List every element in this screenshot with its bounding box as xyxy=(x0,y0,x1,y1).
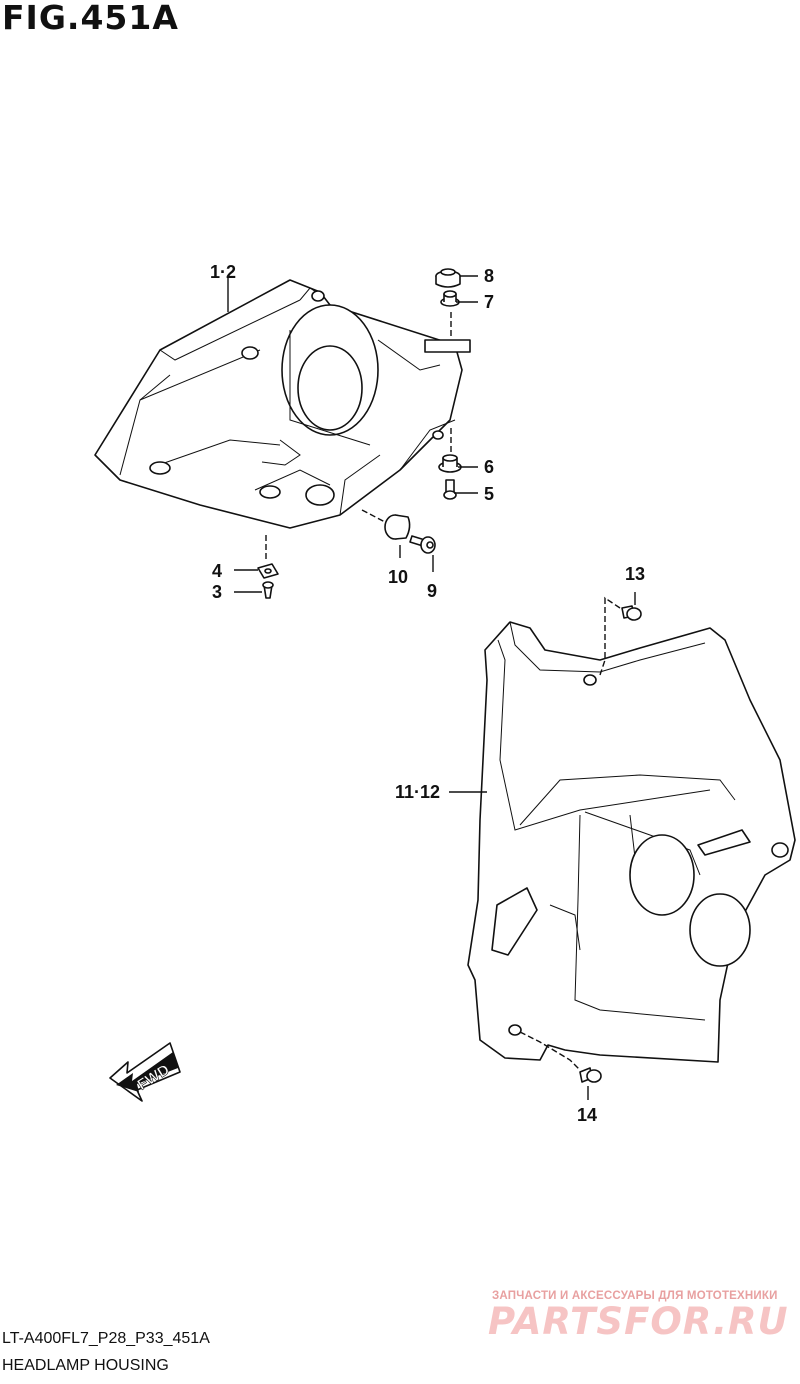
callout-7: 7 xyxy=(484,292,494,312)
callout-9: 9 xyxy=(427,581,437,601)
inner-cover-part xyxy=(467,621,796,1063)
figure-title: FIG.451A xyxy=(2,0,179,37)
callout-10: 10 xyxy=(388,567,408,587)
callout-11-12: 11·12 xyxy=(395,782,440,802)
callout-14: 14 xyxy=(577,1105,597,1125)
part-8-grommet xyxy=(435,268,461,288)
watermark-tagline: ЗАПЧАСТИ И АКСЕССУАРЫ ДЛЯ МОТОТЕХНИКИ xyxy=(492,1290,778,1302)
figure-model-code: LT-A400FL7_P28_P33_451A xyxy=(2,1330,210,1347)
callout-8: 8 xyxy=(484,266,494,286)
callout-5: 5 xyxy=(484,484,494,504)
part-14-clip xyxy=(579,1067,602,1083)
part-13-clip xyxy=(621,605,642,621)
watermark-brand: PARTSFOR.RU xyxy=(488,1300,789,1343)
part-9-bolt xyxy=(409,535,436,554)
callout-6: 6 xyxy=(484,457,494,477)
leader-lines xyxy=(227,275,636,1100)
callout-1-2: 1·2 xyxy=(210,262,236,282)
headlamp-housing-part xyxy=(94,279,471,529)
callout-13: 13 xyxy=(625,564,645,584)
part-10-cushion xyxy=(384,514,411,540)
callout-3: 3 xyxy=(212,582,222,602)
part-5-bolt xyxy=(443,479,457,500)
part-7-collar xyxy=(440,290,460,307)
figure-subtitle: HEADLAMP HOUSING xyxy=(2,1357,169,1374)
part-4-clip xyxy=(257,563,279,579)
callout-4: 4 xyxy=(212,561,222,581)
part-3-screw xyxy=(262,581,274,599)
fwd-arrow-icon: FWD xyxy=(109,1042,181,1102)
part-6-nut xyxy=(438,454,462,473)
